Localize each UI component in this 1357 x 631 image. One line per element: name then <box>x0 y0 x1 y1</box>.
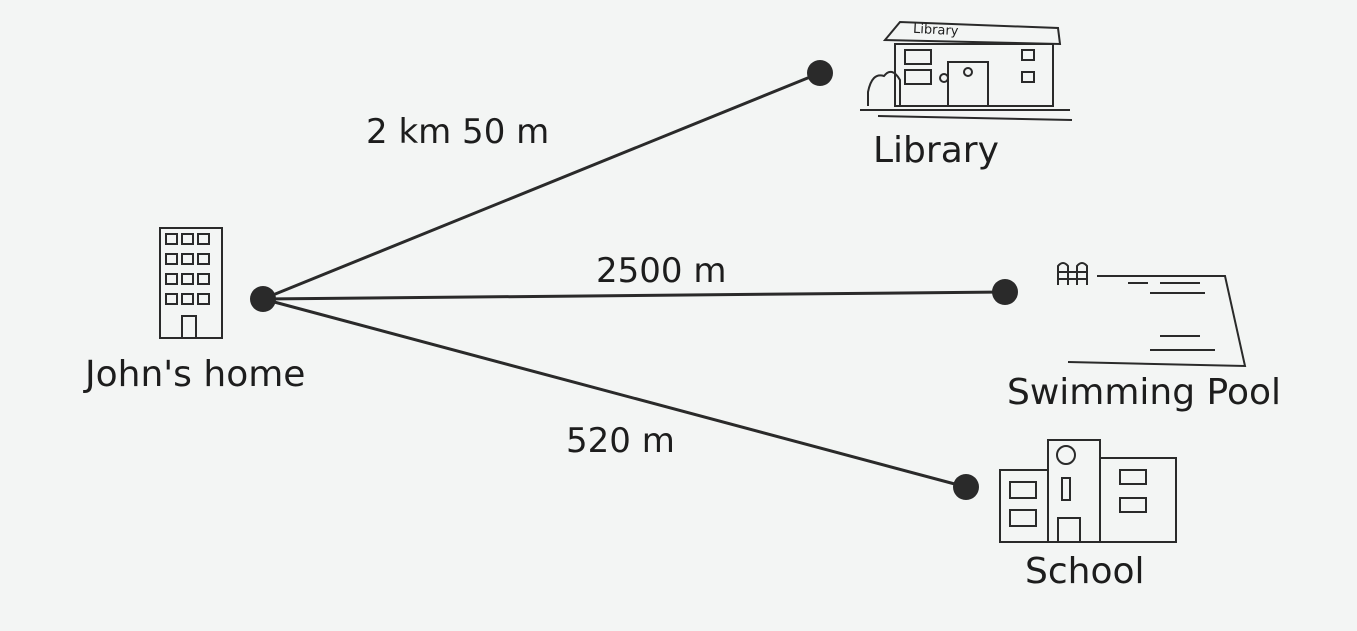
library-building-icon <box>860 20 1073 121</box>
school-building-icon <box>999 439 1177 543</box>
home-dot <box>250 286 276 312</box>
label-library: Library <box>873 130 999 171</box>
line-home-school <box>262 297 967 489</box>
distance-pool: 2500 m <box>596 251 727 291</box>
distance-school: 520 m <box>566 421 675 461</box>
home-building-icon <box>159 227 223 339</box>
pool-dot <box>992 279 1018 305</box>
distance-library: 2 km 50 m <box>366 112 550 152</box>
label-school: School <box>1025 551 1145 592</box>
line-home-pool <box>262 290 1006 301</box>
school-dot <box>953 474 979 500</box>
line-home-library <box>262 71 821 301</box>
library-dot <box>807 60 833 86</box>
swimming-pool-icon <box>1057 262 1247 368</box>
library-sign-text: Library <box>912 21 959 40</box>
label-johns-home: John's home <box>85 354 306 395</box>
label-swimming-pool: Swimming Pool <box>1007 372 1282 413</box>
